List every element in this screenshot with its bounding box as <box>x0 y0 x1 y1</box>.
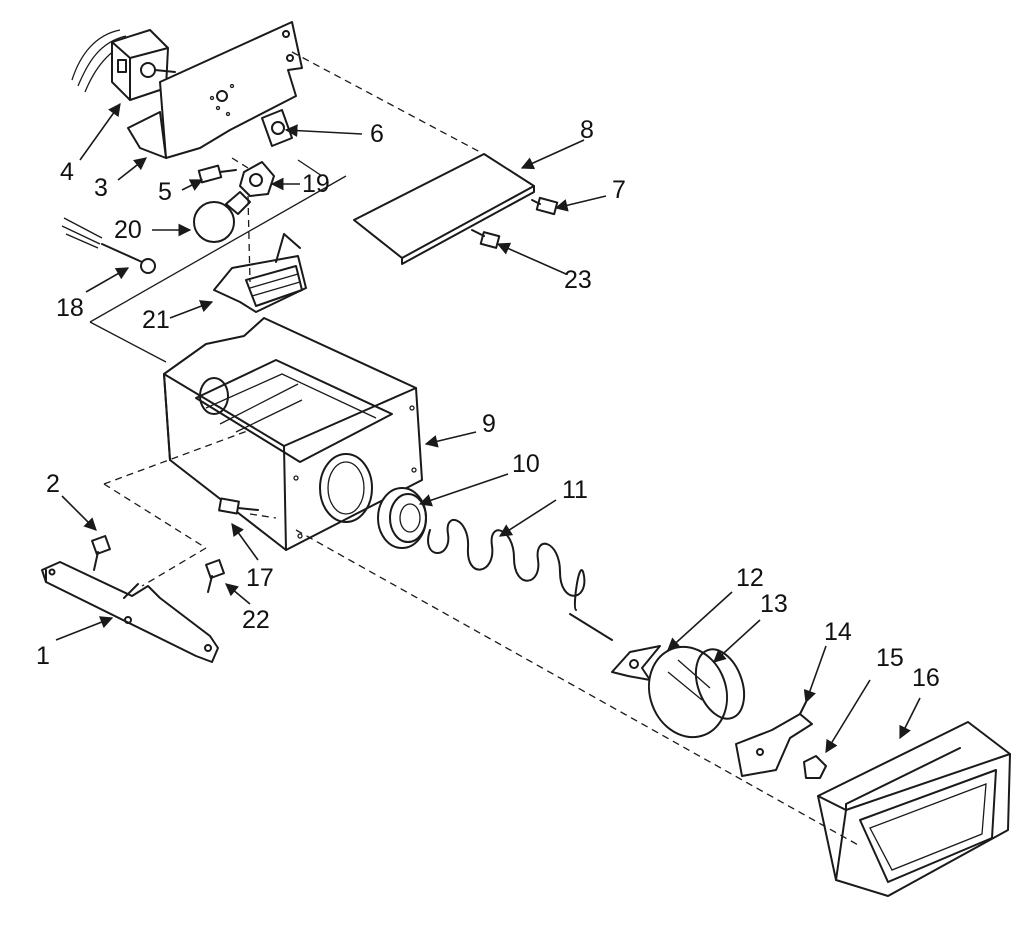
mounting-bracket-part <box>41 561 219 663</box>
callout-9: 9 <box>482 410 496 438</box>
ice-bin-housing-part <box>163 317 423 551</box>
cam-part <box>611 645 661 681</box>
callout-3: 3 <box>94 174 108 202</box>
light-shield-part <box>213 233 307 313</box>
callout-20: 20 <box>114 216 142 244</box>
callout-12: 12 <box>736 564 764 592</box>
callout-16: 16 <box>912 664 940 692</box>
crusher-part <box>647 645 746 739</box>
callout-4: 4 <box>60 158 74 186</box>
wire-harness-part <box>61 217 156 274</box>
callout-5: 5 <box>158 178 172 206</box>
screw-5-part <box>197 164 237 184</box>
leader-arrows <box>55 102 921 754</box>
callout-17: 17 <box>246 564 274 592</box>
callout-21: 21 <box>142 306 170 334</box>
callout-11: 11 <box>562 476 588 504</box>
callout-1: 1 <box>36 642 50 670</box>
mounting-plate-part <box>127 21 303 159</box>
front-cap-part <box>817 721 1011 897</box>
cover-plate-part <box>353 153 535 265</box>
motor-part <box>71 29 176 101</box>
screw-22-part <box>205 559 225 593</box>
clip-part <box>261 109 293 147</box>
bracket-part <box>735 701 813 777</box>
screw-17-part <box>218 497 259 515</box>
callout-13: 13 <box>760 590 788 618</box>
screw-7-part <box>531 196 559 216</box>
socket-part <box>239 161 275 197</box>
callout-19: 19 <box>302 170 330 198</box>
alignment-lines <box>89 51 861 847</box>
screw-2-part <box>91 535 111 571</box>
callout-8: 8 <box>580 116 594 144</box>
callout-23: 23 <box>564 266 592 294</box>
callouts: 4 3 5 6 8 7 19 20 23 18 21 9 10 11 2 17 … <box>36 116 940 692</box>
screw-23-part <box>471 229 501 249</box>
callout-18: 18 <box>56 294 84 322</box>
callout-22: 22 <box>242 606 270 634</box>
callout-2: 2 <box>46 470 60 498</box>
callout-7: 7 <box>612 176 626 204</box>
bulb-part <box>193 191 251 243</box>
bearing-part <box>377 487 427 549</box>
callout-14: 14 <box>824 618 852 646</box>
callout-6: 6 <box>370 120 384 148</box>
auger-spring-part <box>427 518 613 641</box>
callout-10: 10 <box>512 450 540 478</box>
callout-15: 15 <box>876 644 904 672</box>
nut-part <box>803 755 827 779</box>
